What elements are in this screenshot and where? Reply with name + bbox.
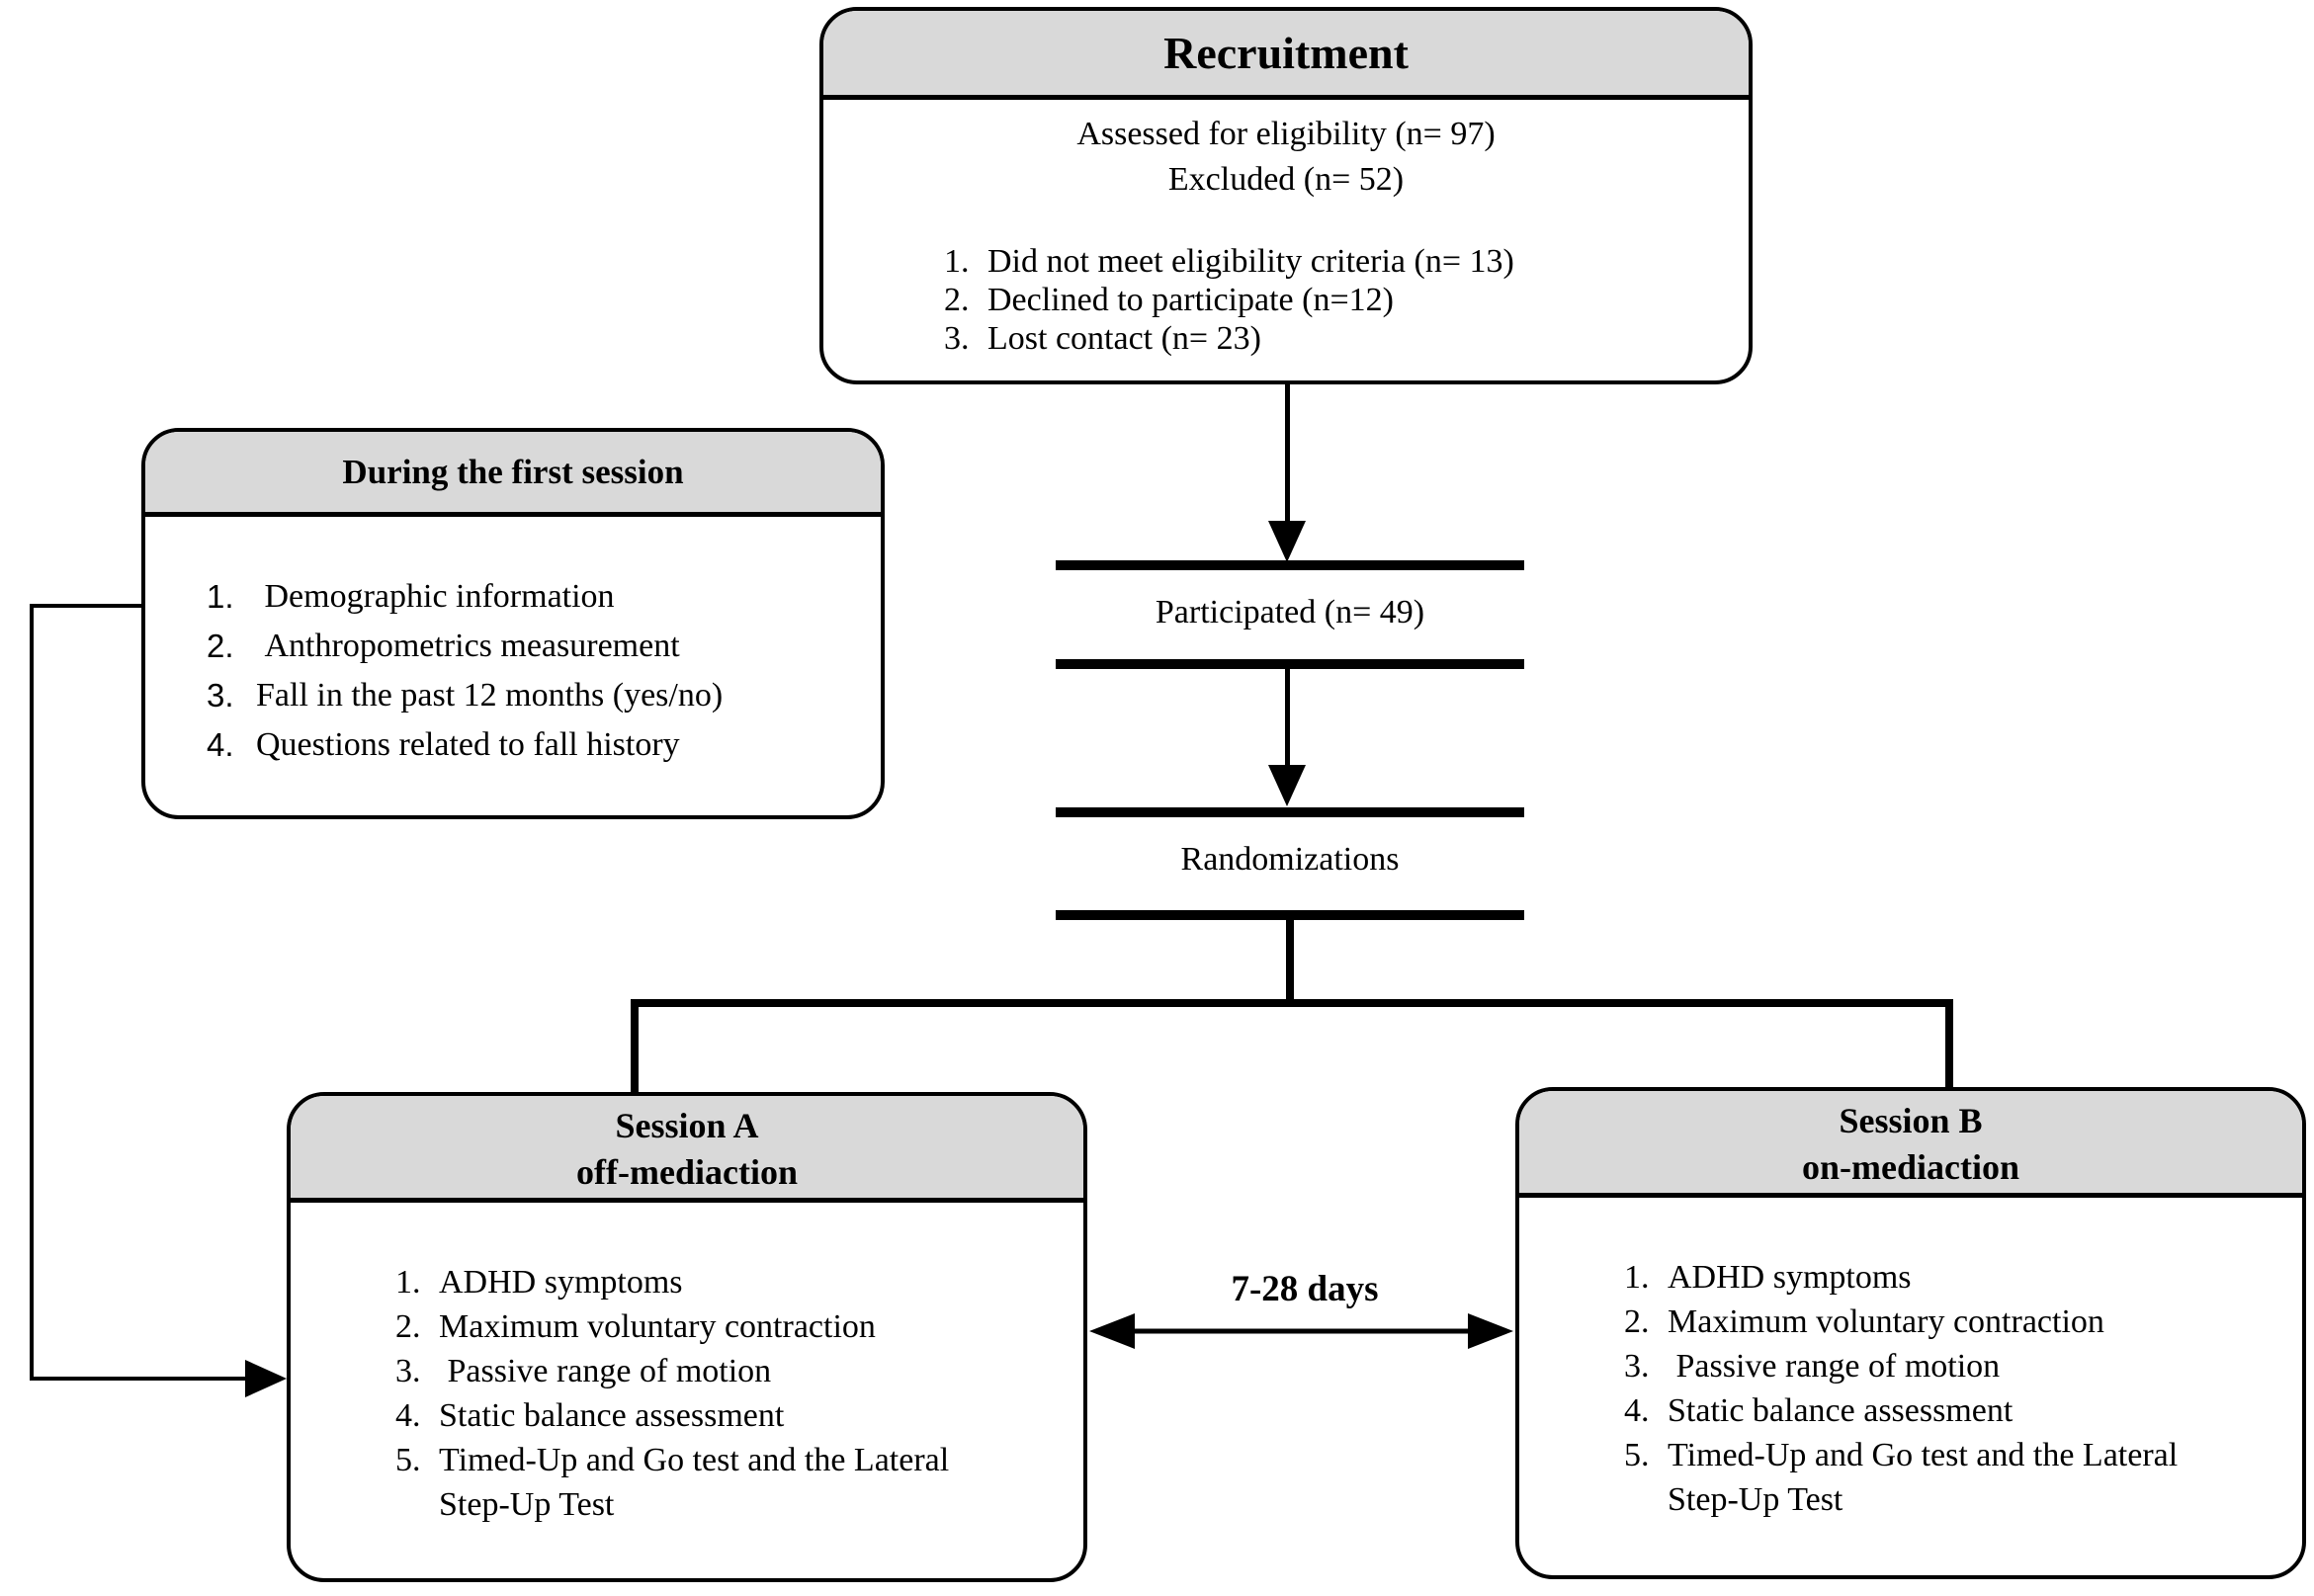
- session-b-box: Session B on-mediaction 1. ADHD symptoms…: [1515, 1087, 2306, 1579]
- list-item-number: 1.: [395, 1264, 421, 1301]
- recruitment-box: Recruitment Assessed for eligibility (n=…: [819, 7, 1753, 384]
- randomizations-label: Randomizations: [1180, 841, 1400, 878]
- randomizations-branch-stem: [1286, 918, 1294, 1003]
- list-item-text: Lost contact (n= 23): [987, 320, 1261, 357]
- list-item-text: Anthropometrics measurement: [256, 628, 680, 664]
- randomizations-bar-top: [1056, 807, 1524, 817]
- first-session-body: 1. Demographic information 2. Anthropome…: [145, 517, 881, 770]
- interval-arrowhead-right: [1468, 1313, 1513, 1349]
- list-item-text: Passive range of motion: [439, 1353, 772, 1389]
- list-item: 2. Anthropometrics measurement: [207, 622, 861, 671]
- list-item-text: Demographic information: [256, 578, 615, 615]
- interval-arrowhead-left: [1089, 1313, 1135, 1349]
- list-item: 4. Static balance assessment: [1624, 1388, 2284, 1433]
- list-item-number: 5.: [395, 1442, 421, 1478]
- list-item-number: 3.: [944, 320, 970, 357]
- list-item-number: 3.: [207, 677, 234, 714]
- assessed-line: Assessed for eligibility (n= 97): [1076, 116, 1496, 152]
- session-a-header: Session A off-mediaction: [291, 1096, 1083, 1203]
- first-session-arrowhead: [245, 1360, 287, 1397]
- list-item-text: ADHD symptoms: [1668, 1259, 1912, 1296]
- participated-arrowhead: [1268, 765, 1306, 806]
- participated-label: Participated (n= 49): [1155, 594, 1425, 630]
- session-b-title: Session B: [1839, 1101, 1983, 1140]
- list-item-text: Static balance assessment: [1668, 1392, 2014, 1429]
- spacer: [823, 203, 1749, 242]
- recruitment-arrowhead: [1268, 521, 1306, 562]
- list-item-number: 2.: [207, 628, 234, 664]
- participated-bar-bottom: [1056, 659, 1524, 669]
- list-item-number: 1.: [1624, 1259, 1650, 1296]
- list-item-number: 4.: [1624, 1392, 1650, 1429]
- list-item-number: 2.: [395, 1308, 421, 1345]
- recruitment-body: Assessed for eligibility (n= 97) Exclude…: [823, 100, 1749, 358]
- list-item-number: 1.: [944, 243, 970, 280]
- list-item-number: 5.: [1624, 1437, 1650, 1473]
- list-item: 2. Maximum voluntary contraction: [395, 1304, 1066, 1349]
- list-item: 3. Lost contact (n= 23): [944, 319, 1719, 358]
- first-session-box: During the first session 1. Demographic …: [141, 428, 885, 819]
- list-item-number: 3.: [395, 1353, 421, 1389]
- list-item: 2. Declined to participate (n=12): [944, 281, 1719, 319]
- first-session-connector-line: [30, 604, 249, 1381]
- list-item: 4. Questions related to fall history: [207, 720, 861, 770]
- branch-drop-left: [631, 999, 639, 1094]
- branch-horizontal-line: [631, 999, 1953, 1007]
- first-session-title: During the first session: [342, 452, 684, 491]
- list-item-text: ADHD symptoms: [439, 1264, 683, 1301]
- list-item-number: 4.: [207, 726, 234, 763]
- session-a-subtitle: off-mediaction: [576, 1152, 798, 1192]
- list-item-text: Declined to participate (n=12): [987, 282, 1394, 318]
- list-item: 3. Passive range of motion: [1624, 1344, 2284, 1388]
- list-item-text: Static balance assessment: [439, 1397, 785, 1434]
- list-item-number: 2.: [1624, 1303, 1650, 1340]
- interval-label: 7-28 days: [1231, 1269, 1379, 1309]
- list-item: 3. Fall in the past 12 months (yes/no): [207, 671, 861, 720]
- first-session-header: During the first session: [145, 432, 881, 517]
- recruitment-arrow-stem: [1285, 384, 1290, 525]
- session-b-body: 1. ADHD symptoms 2. Maximum voluntary co…: [1519, 1198, 2302, 1522]
- excluded-line: Excluded (n= 52): [1167, 161, 1405, 198]
- list-item: 4. Static balance assessment: [395, 1393, 1066, 1438]
- participated-bar-top: [1056, 560, 1524, 570]
- list-item-text: Did not meet eligibility criteria (n= 13…: [987, 243, 1514, 280]
- list-item-text: Fall in the past 12 months (yes/no): [256, 677, 724, 714]
- list-item-number: 1.: [207, 578, 234, 615]
- session-a-title: Session A: [615, 1106, 759, 1145]
- session-a-box: Session A off-mediaction 1. ADHD symptom…: [287, 1092, 1087, 1582]
- randomizations-bar-bottom: [1056, 910, 1524, 920]
- list-item: 1. Demographic information: [207, 572, 861, 622]
- list-item-text: Questions related to fall history: [256, 726, 680, 763]
- list-item: 2. Maximum voluntary contraction: [1624, 1300, 2284, 1344]
- list-item: 1. ADHD symptoms: [1624, 1255, 2284, 1300]
- list-item-number: 4.: [395, 1397, 421, 1434]
- participated-arrow-stem: [1285, 669, 1290, 770]
- list-item: 1. Did not meet eligibility criteria (n=…: [944, 242, 1719, 281]
- list-item: 1. ADHD symptoms: [395, 1260, 1066, 1304]
- list-item-text: Maximum voluntary contraction: [439, 1308, 876, 1345]
- recruitment-title: Recruitment: [1163, 28, 1409, 78]
- list-item: 3. Passive range of motion: [395, 1349, 1066, 1393]
- session-b-header: Session B on-mediaction: [1519, 1091, 2302, 1198]
- list-item-text: Maximum voluntary contraction: [1668, 1303, 2104, 1340]
- branch-drop-right: [1945, 999, 1953, 1090]
- exclusion-reason-list: 1. Did not meet eligibility criteria (n=…: [944, 242, 1719, 358]
- session-b-subtitle: on-mediaction: [1802, 1147, 2019, 1187]
- session-a-body: 1. ADHD symptoms 2. Maximum voluntary co…: [291, 1203, 1083, 1527]
- recruitment-header: Recruitment: [823, 11, 1749, 100]
- list-item-text: Passive range of motion: [1668, 1348, 2001, 1385]
- list-item-number: 2.: [944, 282, 970, 318]
- list-item-number: 3.: [1624, 1348, 1650, 1385]
